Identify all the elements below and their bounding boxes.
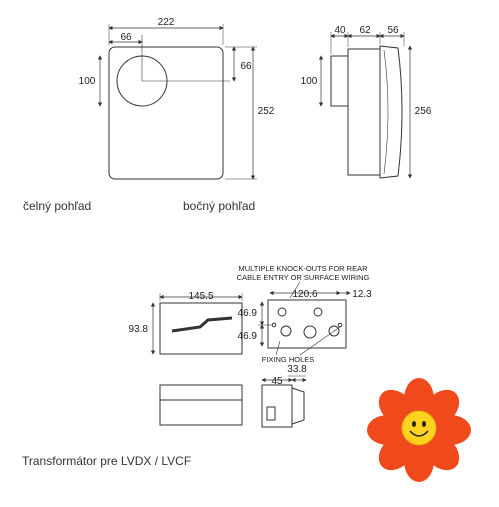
knockout-hole [280,325,292,337]
caption-front-view: čelný pohľad [23,199,92,213]
caption-transformer: Transformátor pre LVDX / LVCF [22,454,192,468]
fixing-hole [337,322,343,328]
transformer-note-line2: CABLE ENTRY OR SURFACE WIRING [237,273,370,282]
side-dim-b: 62 [359,25,371,36]
transformer-dim-rear-v2: 46.9 [238,331,258,342]
front-dim-circle-offset: 66 [120,32,132,43]
front-body [108,46,224,180]
side-dim-height: 256 [415,106,432,117]
transformer-dim-rear-offset: 12.3 [352,289,372,300]
transformer-rear-view [258,281,351,356]
transformer-dim-side-b: 33.8 [287,364,307,375]
fixing-hole [271,322,277,328]
transformer-zigzag [171,316,233,333]
transformer-dim-front-height: 93.8 [129,324,149,335]
knockout-hole [313,307,323,317]
knockout-hole [303,325,317,339]
transformer-note-line1: MULTIPLE KNOCK-OUTS FOR REAR [238,264,368,273]
transformer-fixing-holes: FIXING HOLES [262,355,315,364]
caption-side-view: bočný pohľad [183,199,256,213]
front-dim-width: 222 [158,17,175,28]
transformer-dim-rear-v1: 46.9 [238,308,258,319]
front-dim-height: 252 [258,106,275,117]
knockout-hole [328,325,340,337]
front-dim-circle-vertical: 66 [240,61,252,72]
knockout-hole [277,307,287,317]
side-back-block [330,55,349,107]
side-view [318,32,413,179]
side-dim-height-inner: 100 [301,76,318,87]
transformer-bottom-view [159,384,243,426]
transformer-dim-front-width: 145.5 [188,291,213,302]
smiley-flower-logo [367,378,471,482]
transformer-dim-side-a: 45 [271,376,283,387]
front-dim-circle-height: 100 [79,76,96,87]
side-dim-a: 40 [334,25,346,36]
side-dim-c: 56 [387,25,399,36]
front-view [97,24,257,180]
transformer-dim-rear-width: 120.6 [292,289,317,300]
side-body [347,48,381,176]
transformer-side-view [261,375,307,428]
side-cover [379,45,403,179]
transformer-front-view [150,293,243,355]
